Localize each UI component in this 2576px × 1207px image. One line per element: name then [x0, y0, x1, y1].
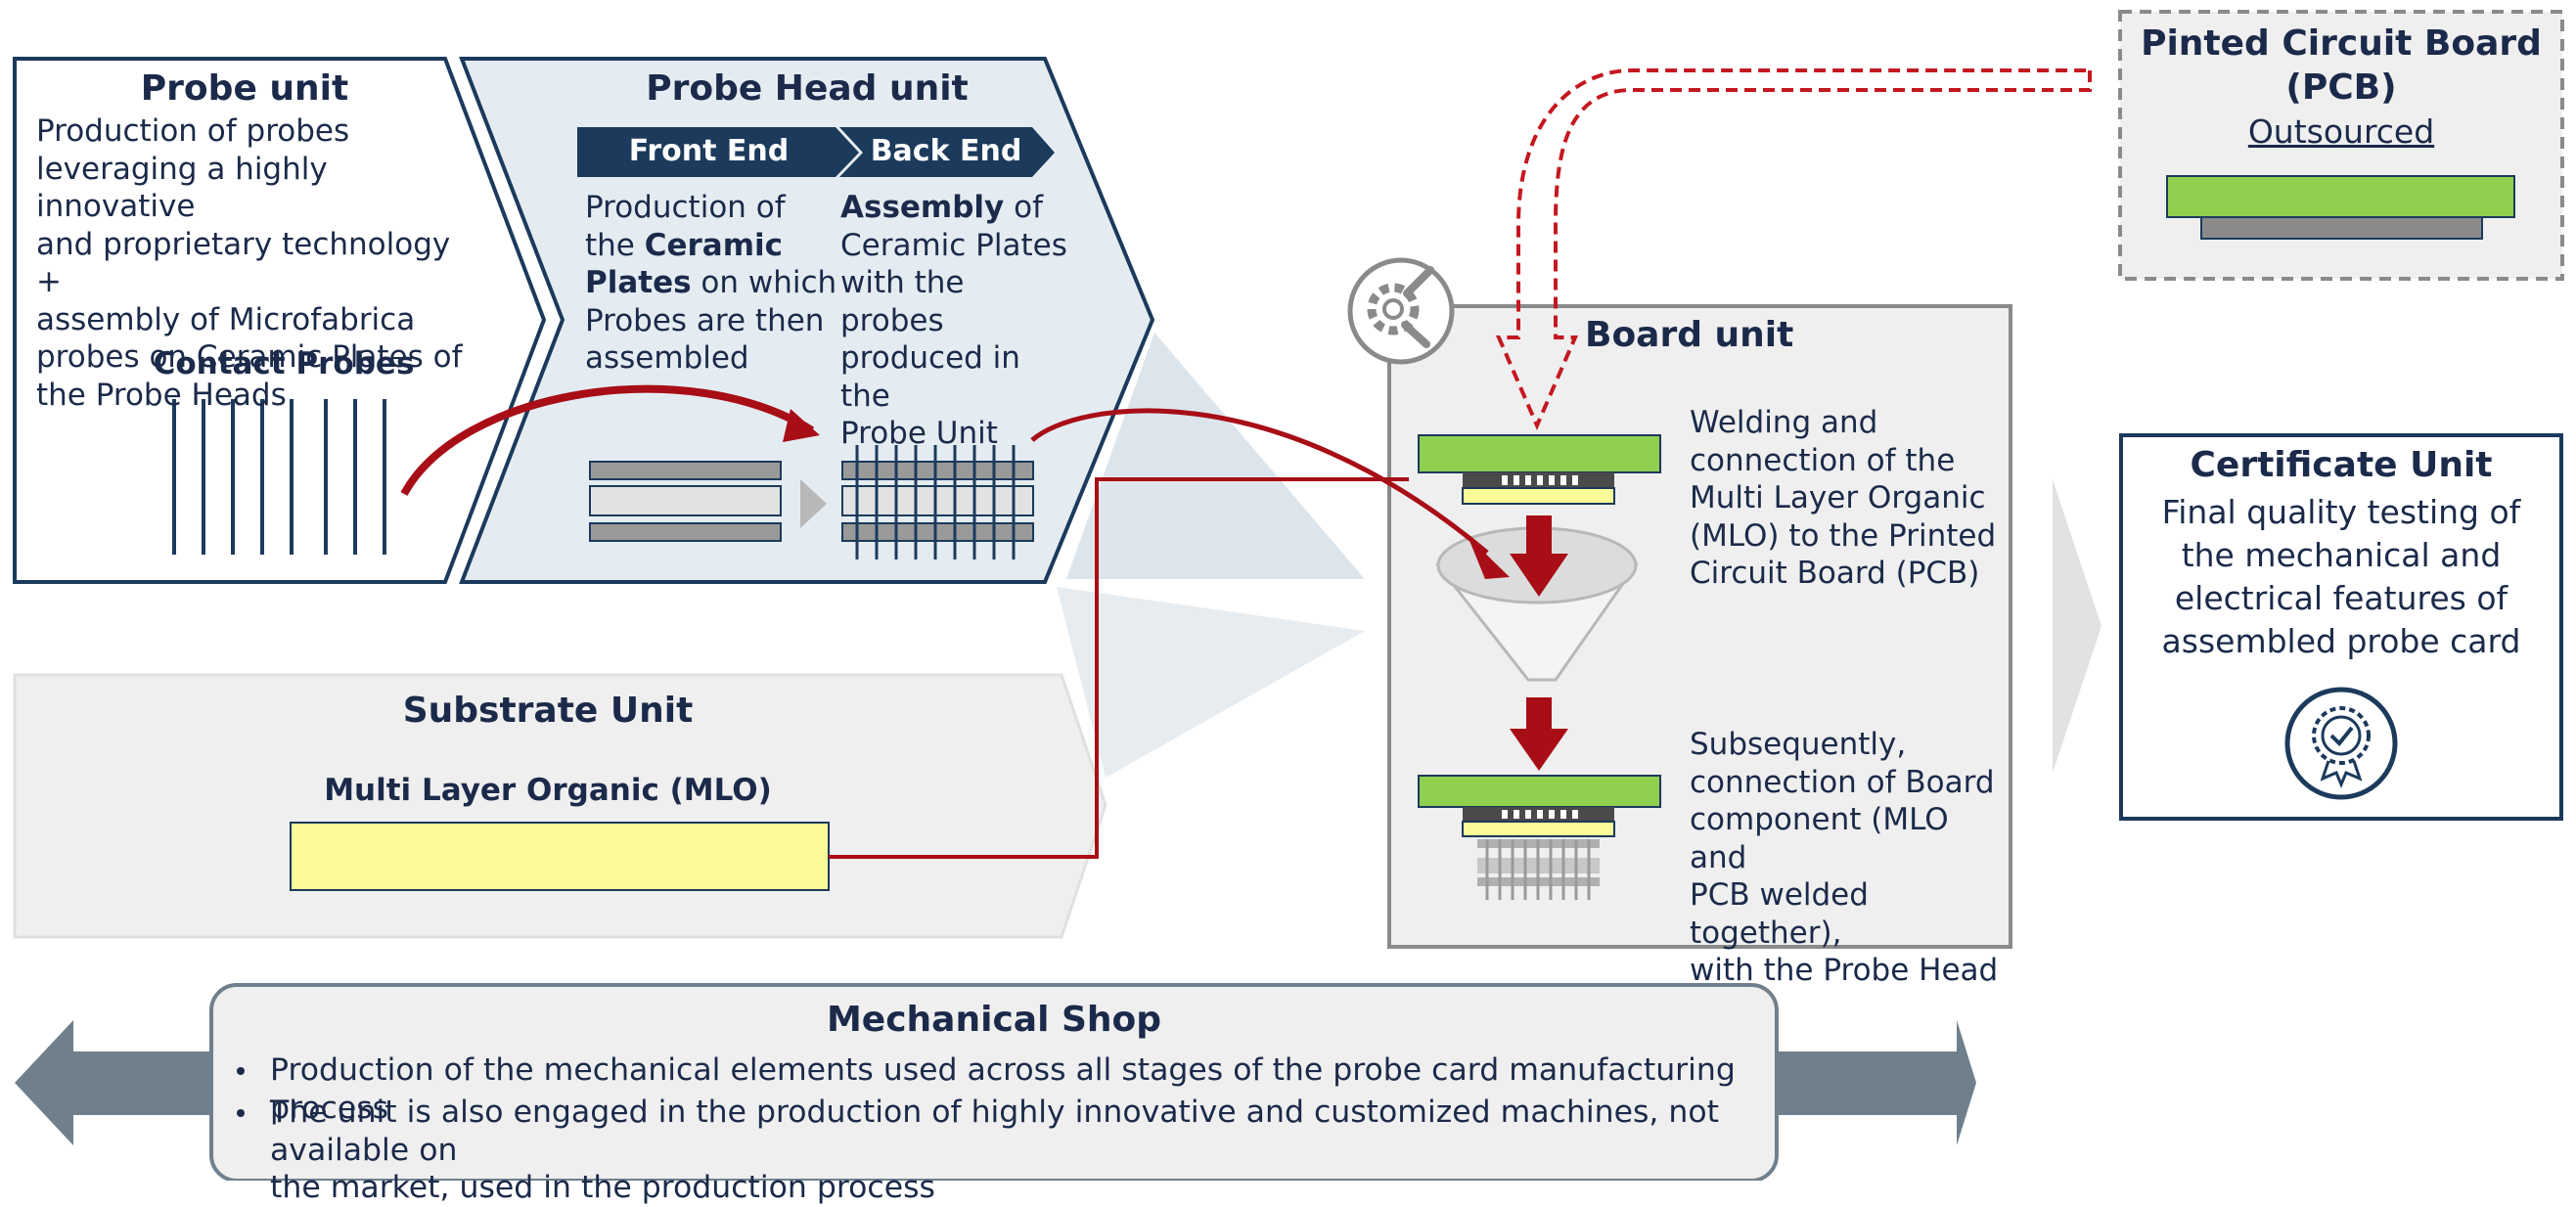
- mechanical-shop-bullet-2-line: the market, used in the production proce…: [270, 1170, 935, 1205]
- back-end-label: Back End: [870, 134, 1022, 168]
- probe-unit-description: Production of probes leveraging a highly…: [36, 112, 467, 414]
- certificate-badge-icon: [2284, 687, 2398, 800]
- small-gray-arrow: [800, 479, 827, 528]
- pcb-outsourced-label: Outsourced: [2247, 112, 2435, 151]
- mlo-rectangle: [290, 822, 830, 891]
- assembled-probe-head-graphic: [841, 445, 1034, 559]
- pcb-outsourced-dashed-arrow: [1495, 68, 2092, 431]
- front-end-text: on which: [691, 265, 837, 300]
- pcb-green-board: [2166, 175, 2515, 218]
- probe-head-unit-box: [459, 57, 1155, 584]
- down-arrow-2: [1510, 697, 1568, 771]
- bullet-dot-1: [237, 1067, 245, 1075]
- substrate-unit-box: [13, 673, 1107, 939]
- pcb-gray-base: [2200, 216, 2483, 240]
- board-step1-line: Welding and: [1690, 405, 1878, 440]
- back-end-line: produced in the: [840, 340, 1020, 414]
- mlo-label: Multi Layer Organic (MLO): [324, 773, 772, 808]
- certificate-line: Final quality testing of: [2161, 493, 2521, 531]
- arrow-probe-head-to-board-head: [1468, 536, 1510, 579]
- contact-probes-label: Contact Probes: [153, 346, 415, 381]
- certificate-unit-title: Certificate Unit: [2190, 445, 2493, 485]
- probe-unit-line: probes on Ceramic Plates of: [36, 339, 463, 375]
- down-arrow-1: [1510, 515, 1568, 597]
- board-step2-line: component (MLO and: [1690, 802, 1949, 875]
- back-end-line: Ceramic Plates: [840, 227, 1067, 263]
- probe-unit-box: [13, 57, 547, 584]
- substrate-unit-title: Substrate Unit: [402, 691, 694, 731]
- front-end-label: Front End: [628, 134, 790, 168]
- certificate-line: the mechanical and: [2181, 536, 2502, 574]
- pcb-title-line: Pinted Circuit Board: [2141, 23, 2542, 64]
- board-step1-graphic: [1418, 434, 1661, 505]
- board-step1-line: Circuit Board (PCB): [1690, 556, 1980, 591]
- board-unit-title: Board unit: [1585, 315, 1794, 355]
- board-step1-line: connection of the: [1690, 442, 1956, 478]
- probe-unit-line: and proprietary technology +: [36, 226, 451, 300]
- front-end-line: the Ceramic: [585, 227, 839, 265]
- bullet-dot-2: [237, 1109, 245, 1117]
- back-end-bold: Assembly: [840, 190, 1005, 225]
- front-end-line: assembled: [585, 340, 749, 376]
- certificate-unit-description: Final quality testing of the mechanical …: [2123, 491, 2559, 663]
- back-end-description: Assembly of Ceramic Plates with the prob…: [840, 189, 1075, 453]
- contact-probes-graphic: [172, 399, 386, 555]
- arrow-mlo-to-board: [829, 477, 1409, 859]
- background-triangle-upper: [1066, 333, 1365, 579]
- back-end-chevron: [839, 127, 1055, 177]
- certificate-line: electrical features of: [2174, 579, 2508, 617]
- board-step2-line: with the Probe Head: [1690, 953, 1999, 988]
- mechanical-shop-box: [209, 983, 1779, 1181]
- ceramic-plates-graphic: [589, 461, 782, 542]
- front-end-line: Plates on which: [585, 264, 839, 302]
- gear-icon: [1347, 257, 1455, 365]
- probe-unit-title: Probe unit: [140, 68, 349, 109]
- front-end-line: Production of: [585, 190, 786, 225]
- front-end-description: Production of the Ceramic Plates on whic…: [585, 189, 839, 378]
- mechanical-shop-title: Mechanical Shop: [826, 1000, 1162, 1040]
- probe-unit-line: the Probe Heads: [36, 377, 287, 413]
- arrow-probes-to-back-end: [400, 384, 815, 496]
- board-step1-description: Welding and connection of the Multi Laye…: [1690, 404, 2003, 593]
- board-step2-line: Subsequently,: [1690, 727, 1907, 762]
- board-step1-line: Multi Layer Organic: [1690, 480, 1986, 515]
- certificate-line: assembled probe card: [2161, 622, 2521, 660]
- background-chevron-right: [2053, 479, 2101, 773]
- pcb-title-line: (PCB): [2285, 67, 2397, 108]
- probe-head-unit-title: Probe Head unit: [646, 68, 969, 109]
- front-end-line: Probes are then: [585, 302, 825, 338]
- background-triangle-lower: [1057, 587, 1365, 778]
- back-end-text: of: [1004, 190, 1043, 225]
- probe-unit-line: assembly of Microfabrica: [36, 301, 416, 337]
- front-end-bold: Ceramic: [644, 227, 784, 263]
- front-end-chevron: [577, 127, 859, 177]
- board-step2-line: connection of Board: [1690, 764, 1995, 800]
- back-end-line: Probe Unit: [840, 416, 998, 451]
- arrow-probe-head-to-board: [1030, 408, 1489, 555]
- back-end-line: Assembly of: [840, 189, 1075, 227]
- front-end-text: the: [585, 227, 645, 263]
- probe-unit-line: leveraging a highly innovative: [36, 151, 328, 225]
- board-step2-graphic: [1418, 775, 1661, 900]
- probe-unit-line: Production of probes: [36, 113, 350, 149]
- back-end-line: with the probes: [840, 265, 965, 338]
- arrow-probes-to-back-end-head: [783, 409, 820, 442]
- mechanical-shop-bullet-2-line: The unit is also engaged in the producti…: [270, 1095, 1720, 1168]
- front-end-bold: Plates: [585, 265, 692, 300]
- diagram-canvas: [13, 10, 2564, 1181]
- mechanical-shop-bullet-1: Production of the mechanical elements us…: [270, 1052, 1736, 1126]
- board-step2-description: Subsequently, connection of Board compon…: [1690, 726, 2003, 990]
- board-step1-line: (MLO) to the Printed: [1690, 517, 1997, 554]
- mechanical-shop-bullet-2: The unit is also engaged in the producti…: [270, 1094, 1777, 1207]
- board-step2-line: PCB welded together),: [1690, 877, 1869, 951]
- pcb-title: Pinted Circuit Board (PCB): [2123, 22, 2559, 110]
